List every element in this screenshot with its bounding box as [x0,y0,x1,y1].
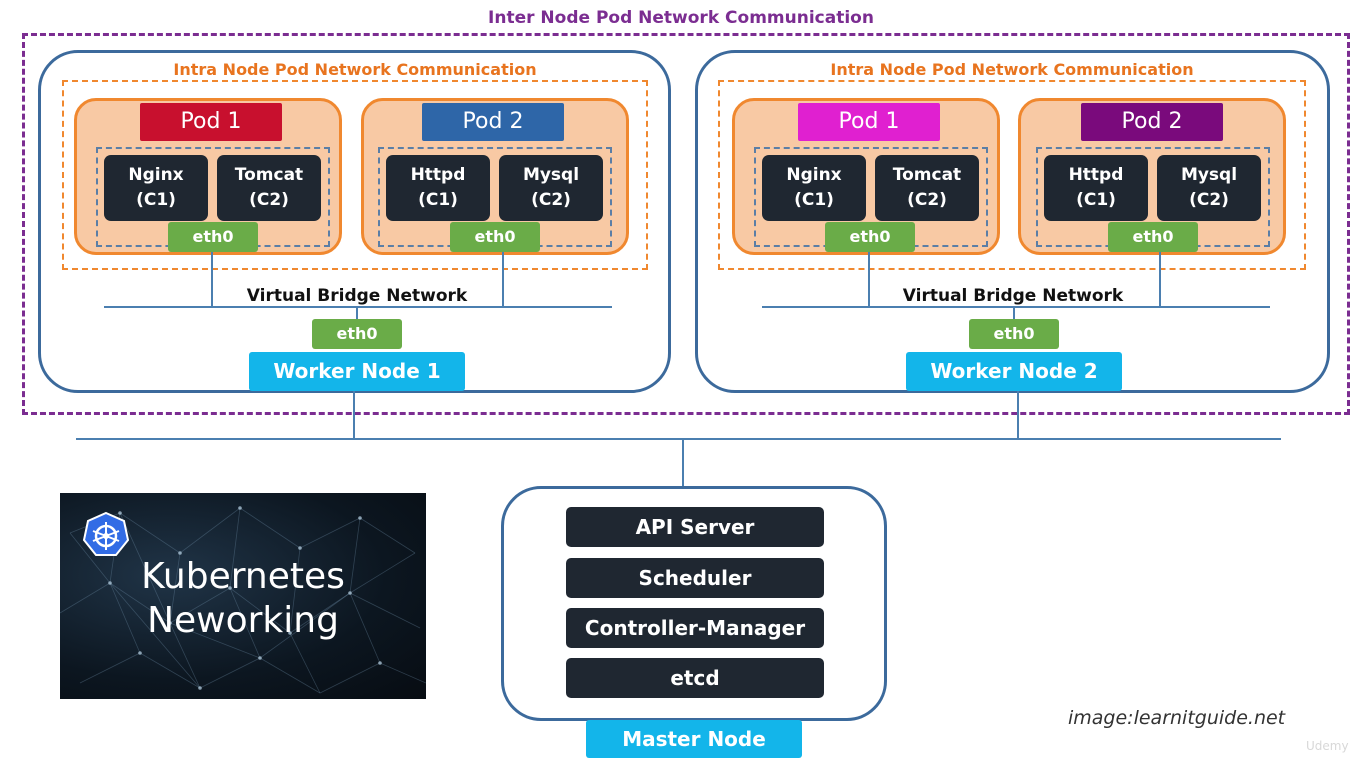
controller-manager: Controller-Manager [566,608,824,648]
thumbnail-title-line-1: Kubernetes [141,556,345,597]
worker-node-1-label: Worker Node 1 [249,352,465,391]
intra-node-title-2: Intra Node Pod Network Communication [830,60,1194,79]
container-name: Httpd [410,165,466,185]
intra-node-boundary-1 [62,80,648,270]
inter-node-boundary [22,33,1350,415]
w1-pod-1-container-2: Tomcat (C2) [217,155,321,221]
w1-pod-1-eth0: eth0 [168,222,258,252]
w2-bridge-label: Virtual Bridge Network [902,286,1124,306]
thumbnail-title-line-2: Neworking [147,600,339,641]
api-server: API Server [566,507,824,547]
image-credit: image:learnitguide.net [1068,707,1286,729]
w1-pod-1-link [211,252,213,306]
w2-bridge-line [762,306,1270,308]
w2-pod-1-label: Pod 1 [798,103,940,141]
w1-bridge-line [104,306,612,308]
container-name: Mysql [1180,165,1238,185]
w1-bridge-link [356,306,358,320]
w2-pod-2-container-1: Httpd (C1) [1044,155,1148,221]
intra-node-boundary-2 [718,80,1306,270]
cluster-network-line [76,438,1281,440]
container-name: Tomcat [234,165,304,185]
scheduler: Scheduler [566,558,824,598]
w1-pod-2-eth0: eth0 [450,222,540,252]
worker-1-uplink [353,391,355,439]
w1-pod-2-link [502,252,504,306]
container-name: Mysql [522,165,580,185]
container-id: (C2) [907,190,947,210]
master-node-label: Master Node [586,720,802,758]
master-uplink [682,438,684,488]
w2-pod-1-container-1: Nginx (C1) [762,155,866,221]
w1-pod-2-container-1: Httpd (C1) [386,155,490,221]
container-name: Tomcat [892,165,962,185]
w2-bridge-link [1013,306,1015,320]
worker-node-2-label: Worker Node 2 [906,352,1122,391]
w2-pod-1-container-2: Tomcat (C2) [875,155,979,221]
container-name: Nginx [128,165,184,185]
container-id: (C1) [1076,190,1116,210]
w2-node-eth0: eth0 [969,319,1059,349]
inter-node-title: Inter Node Pod Network Communication [488,8,874,28]
w1-pod-1-container-1: Nginx (C1) [104,155,208,221]
container-name: Httpd [1068,165,1124,185]
w1-pod-1-label: Pod 1 [140,103,282,141]
container-id: (C2) [1189,190,1229,210]
container-id: (C2) [531,190,571,210]
w1-bridge-label: Virtual Bridge Network [246,286,468,306]
w1-pod-2-container-2: Mysql (C2) [499,155,603,221]
container-id: (C2) [249,190,289,210]
network-mesh-background [60,506,426,694]
w2-pod-2-eth0: eth0 [1108,222,1198,252]
container-id: (C1) [794,190,834,210]
kubernetes-helm-icon [82,511,130,556]
container-name: Nginx [786,165,842,185]
w1-node-eth0: eth0 [312,319,402,349]
intra-node-title-1: Intra Node Pod Network Communication [173,60,537,79]
w2-pod-2-label: Pod 2 [1081,103,1223,141]
w1-pod-2-label: Pod 2 [422,103,564,141]
w2-pod-1-link [868,252,870,306]
w2-pod-2-container-2: Mysql (C2) [1157,155,1261,221]
w2-pod-2-link [1159,252,1161,306]
container-id: (C1) [136,190,176,210]
container-id: (C1) [418,190,458,210]
etcd: etcd [566,658,824,698]
worker-2-uplink [1017,391,1019,439]
kubernetes-networking-thumbnail: Kubernetes Neworking [60,493,426,699]
udemy-watermark: Udemy [1306,739,1349,753]
w2-pod-1-eth0: eth0 [825,222,915,252]
